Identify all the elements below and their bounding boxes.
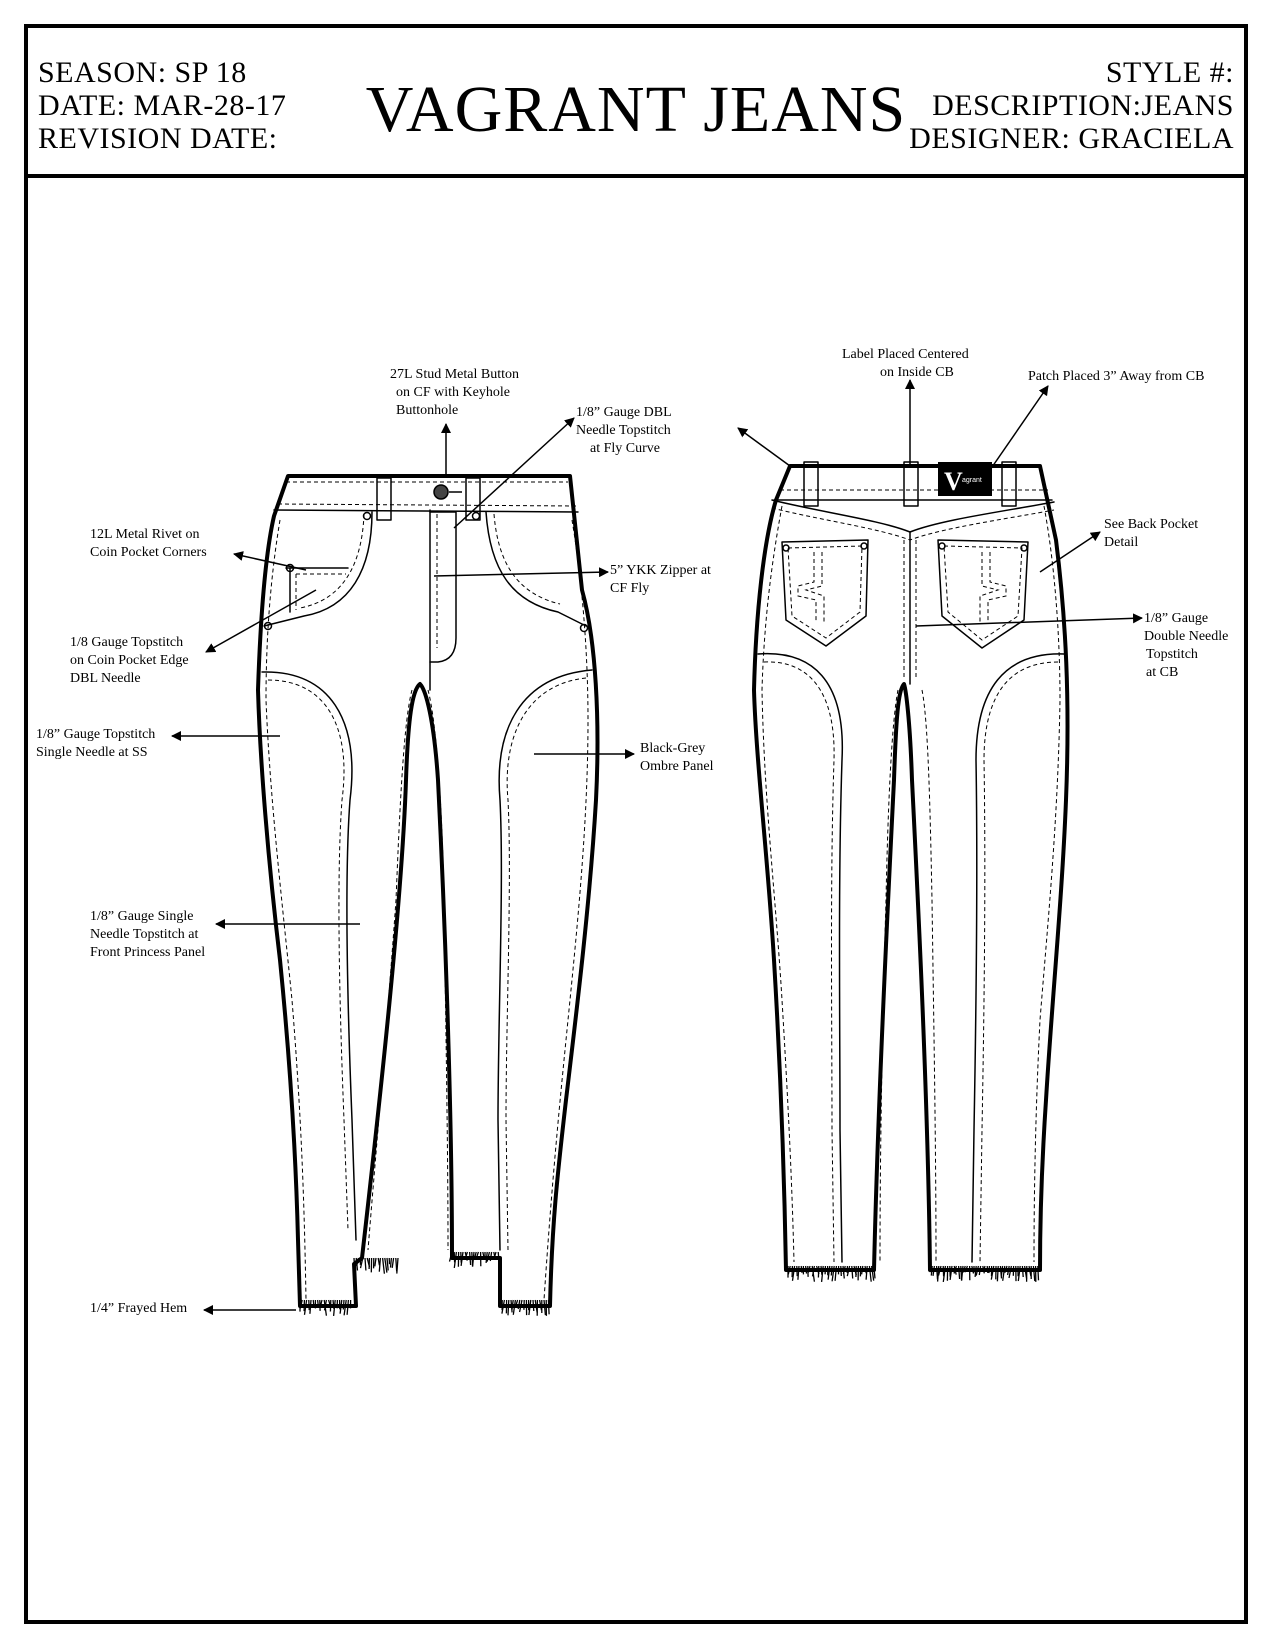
revision-date-label: REVISION DATE: [38, 122, 278, 155]
back-jeans-outline [752, 464, 1070, 1272]
brand-patch [938, 462, 992, 496]
arrow-rivet [233, 551, 307, 571]
callout-hem: 1/4” Frayed Hem [90, 1301, 187, 1316]
back-frayed-hem [787, 1265, 1040, 1282]
back-pocket-left [781, 539, 869, 647]
description-label: DESCRIPTION:JEANS [932, 89, 1234, 122]
back-panel-seam-right [971, 653, 1065, 1263]
arrow-patch [989, 385, 1049, 471]
front-jeans-outline [256, 474, 600, 1308]
front-waistband-bottom [273, 509, 579, 513]
callout-patch: Patch Placed 3” Away from CB [1028, 369, 1204, 384]
date-label: DATE: MAR-28-17 [38, 89, 287, 122]
front-view-jeans [256, 474, 600, 1316]
arrow-fly [453, 417, 575, 529]
designer-label: DESIGNER: GRACIELA [909, 122, 1234, 155]
back-view-jeans: V agrant [752, 461, 1070, 1282]
style-number-label: STYLE #: [1105, 56, 1234, 89]
arrow-zipper [433, 567, 609, 578]
season-label: SEASON: SP 18 [38, 56, 247, 89]
callout-arrows [171, 379, 1143, 1315]
arrow-back-pocket [1039, 531, 1101, 573]
tech-pack-sheet: SEASON: SP 18 DATE: MAR-28-17 REVISION D… [24, 24, 1248, 1624]
rivet-icon [285, 563, 295, 573]
front-belt-loop-right [465, 477, 481, 521]
patch-text: agrant [962, 477, 982, 484]
front-pocket-right [485, 511, 587, 627]
brand-title: VAGRANT JEANS [365, 73, 907, 146]
arrow-waistband [737, 427, 791, 467]
patch-v-logo: V [944, 467, 963, 496]
arrow-cb-topstitch [915, 613, 1143, 627]
arrow-coin-pocket [205, 589, 317, 653]
front-frayed-hem [299, 1251, 550, 1316]
front-princess-seam-right [497, 669, 593, 1251]
front-princess-seam-left [261, 671, 357, 1241]
front-pocket-left [263, 511, 373, 627]
front-button-icon [433, 484, 449, 500]
back-pocket-right [937, 539, 1029, 649]
front-belt-loop-left [376, 477, 392, 521]
back-panel-seam-left [757, 652, 844, 1263]
header-block: SEASON: SP 18 DATE: MAR-28-17 REVISION D… [28, 28, 1244, 178]
